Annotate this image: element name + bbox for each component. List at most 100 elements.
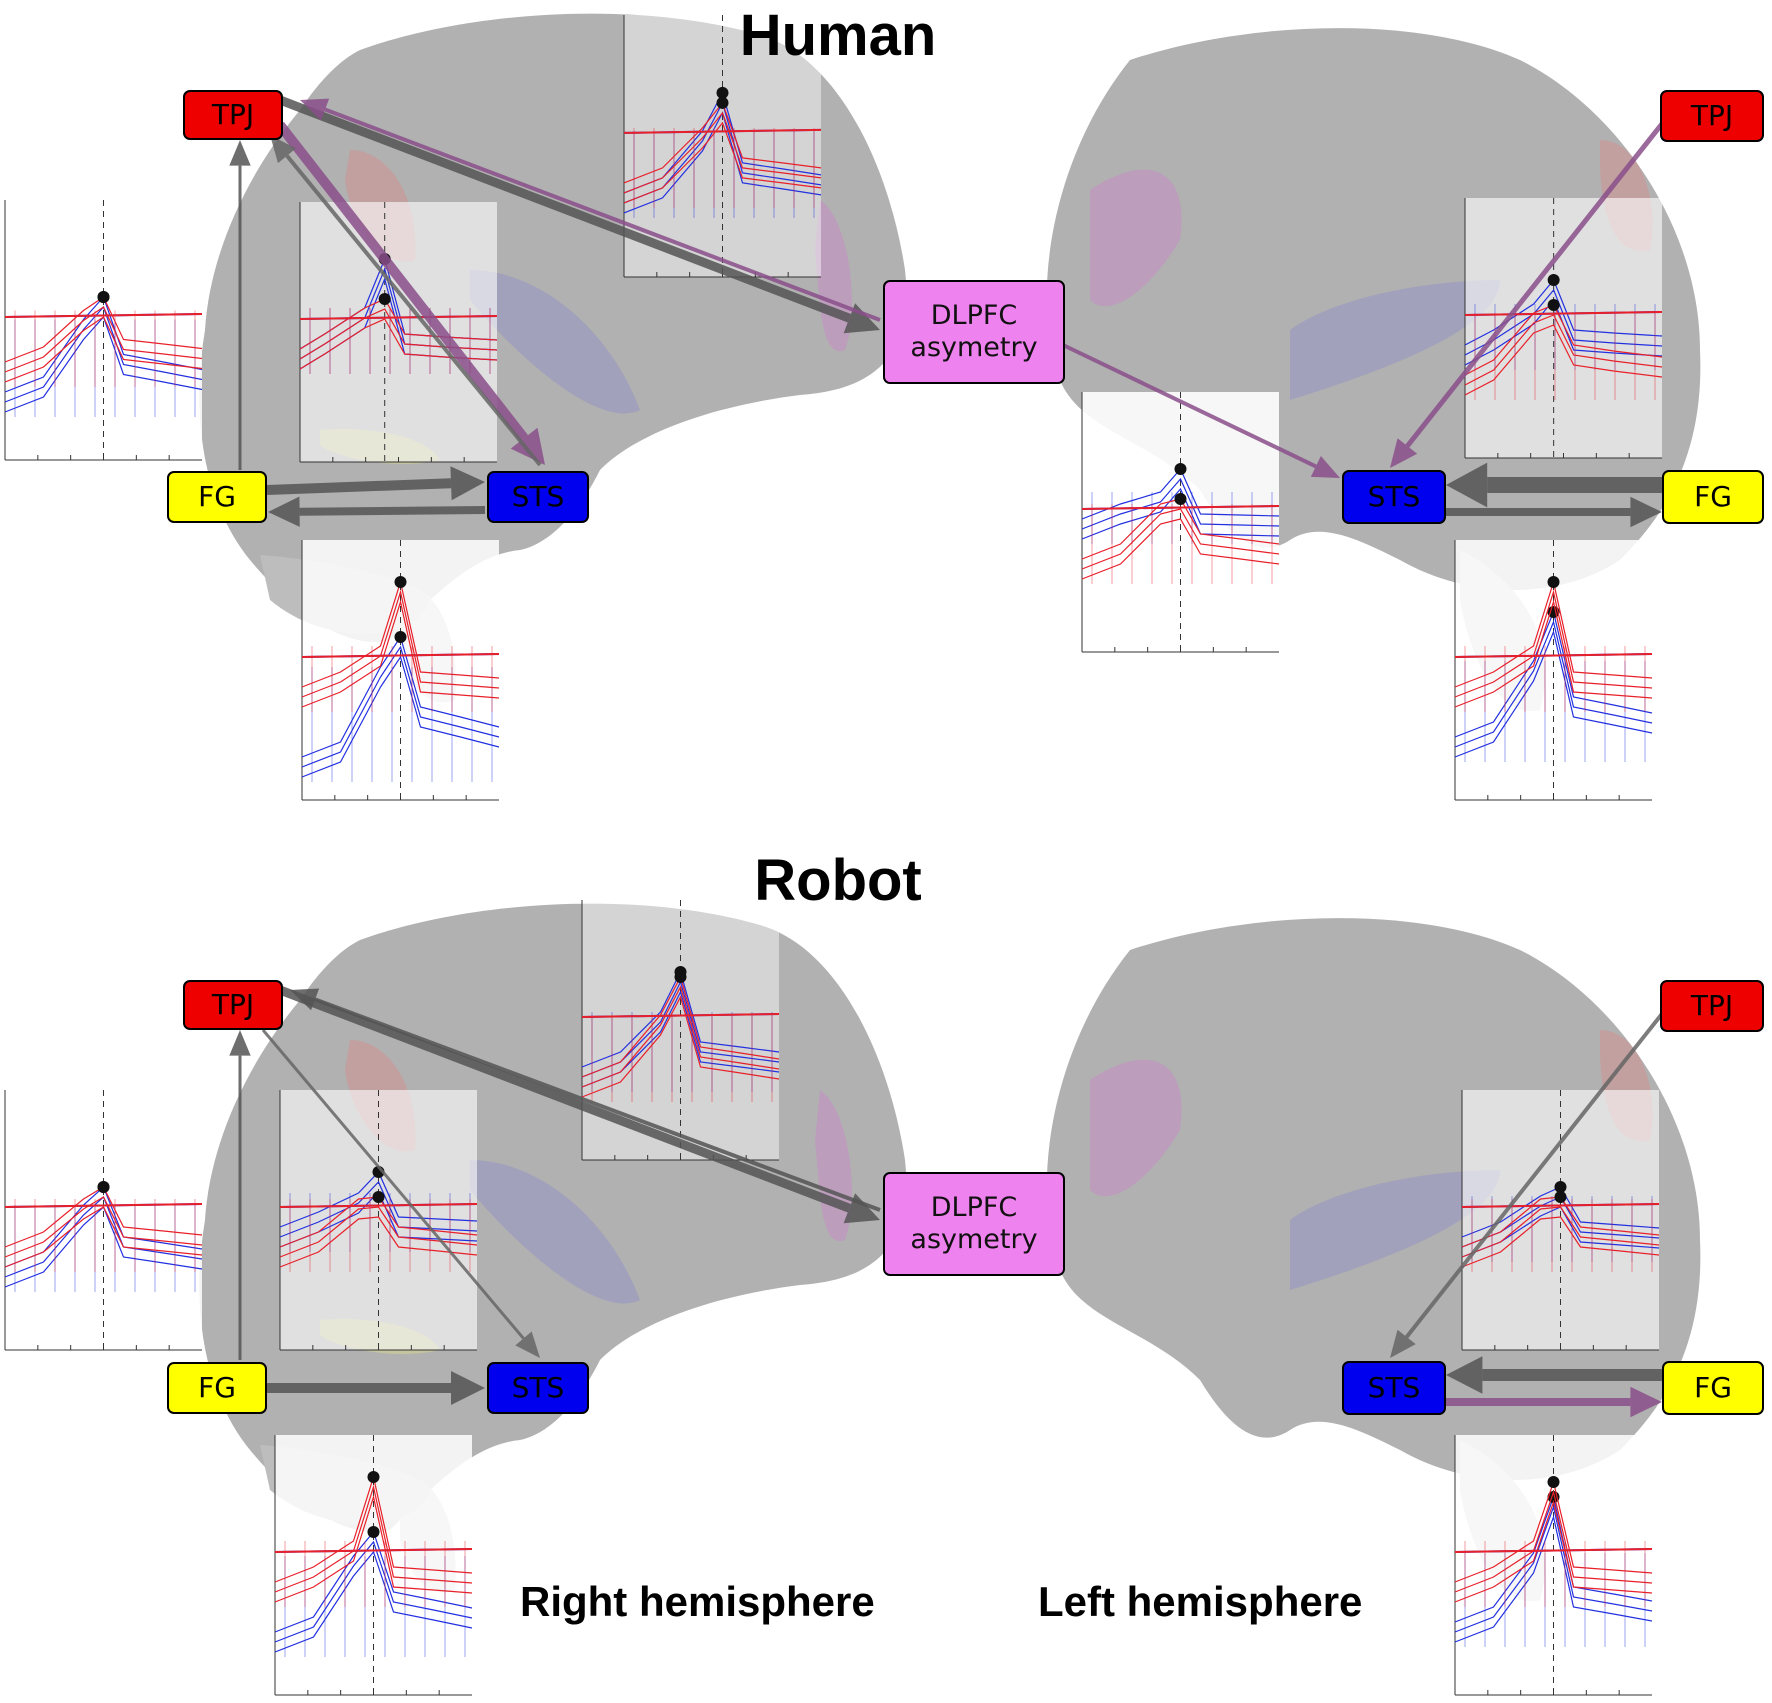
arrow-dlpfc-to-tpj [324,107,881,322]
arrow-sts-to-tpj [285,154,542,467]
node-sts-right-human: STS [487,471,589,523]
node-tpj-right-robot: TPJ [183,980,283,1030]
red-band-trace [1461,1206,1660,1258]
node-fg-right-human: FG [167,471,267,523]
red-band-trace [623,111,822,194]
red-band-trace [1081,518,1280,580]
dlpfc-region [1090,1059,1182,1197]
blue-band-trace [301,645,500,768]
red-peak-marker [378,293,391,305]
arrow-dlpfc-to-sts-left-head [1310,455,1340,478]
dlpfc-region [1090,169,1182,307]
red-peak-marker [1547,299,1560,311]
node-fg-left-human: FG [1662,470,1764,524]
arrow-tpj-to-sts-head [510,427,545,465]
plot-sts-robot [274,1435,473,1696]
node-tpj-left-robot: TPJ [1660,980,1764,1032]
red-peak-marker [372,1191,385,1203]
sts-region [1290,1170,1500,1290]
plot-sts-left-robot [1461,1090,1660,1351]
label-right-hemisphere: Right hemisphere [520,1578,875,1625]
red-baseline-trace [581,1013,780,1018]
plot-sts-human [301,540,500,801]
node-fg-right-robot: FG [167,1362,267,1414]
node-fg-left-robot: FG [1662,1361,1764,1415]
red-band-trace [1454,1489,1653,1593]
sts-region [470,1160,640,1304]
node-sts-left-human: STS [1342,470,1446,524]
arrow-sts-to-fg-left-head [1630,1386,1662,1418]
blue-band-trace [301,655,500,778]
red-band-trace [1464,314,1663,386]
red-baseline-trace [299,315,498,320]
red-peak-marker [1547,576,1560,588]
node-dlpfc-robot: DLPFC asymetry [883,1172,1065,1276]
plot-background [5,1090,202,1350]
red-band-trace [1081,508,1280,570]
red-band-trace [1461,1216,1660,1268]
plot-background [280,1090,477,1350]
arrow-fg-to-sts [266,478,452,495]
red-peak-marker [367,1471,380,1483]
red-baseline-trace [301,653,500,658]
node-sts-right-robot: STS [487,1362,589,1414]
blue-peak-marker [1547,274,1560,286]
blue-band-trace [274,1540,473,1643]
red-baseline-trace [1461,1203,1660,1208]
blue-band-trace [1454,630,1653,758]
red-baseline-trace [1454,653,1653,658]
plot-fg-robot [4,1090,203,1351]
red-peak-marker [1547,1476,1560,1488]
arrow-tpj-to-sts-left [1405,1008,1667,1339]
plot-tpj-human [299,202,498,463]
blue-peak-marker [394,631,407,643]
red-band-trace [274,1494,473,1603]
dlpfc-label-line1: DLPFC [930,1191,1018,1223]
arrow-fg-to-tpj-head [229,140,251,166]
node-dlpfc-human: DLPFC asymetry [883,280,1065,384]
red-peak-marker [716,96,729,109]
blue-band-trace [1081,477,1280,530]
arrow-sts-to-fg [299,506,486,516]
arrow-fg-to-sts-head [450,466,485,501]
red-baseline-trace [1464,311,1663,316]
plot-fg-left-robot [1454,1435,1653,1696]
node-tpj-left-human: TPJ [1660,90,1764,142]
brain-right-cortex [199,903,907,1532]
node-tpj-right-human: TPJ [183,90,283,140]
dlpfc-label-line2: asymetry [910,332,1038,363]
plot-dlpfc-left-human [1081,392,1280,653]
arrow-dlpfc-to-tpj [314,997,881,1212]
red-baseline-trace [4,1203,203,1208]
red-band-trace [581,985,780,1088]
red-peak-marker [1554,1191,1567,1203]
red-band-trace [1464,324,1663,396]
blue-band-trace [1081,487,1280,540]
red-band-trace [1454,589,1653,698]
red-band-trace [279,1216,478,1268]
blue-band-trace [1454,1504,1653,1633]
dlpfc-label-line1: DLPFC [930,299,1018,331]
arrow-tpj-to-dlpfc [278,95,851,323]
panel-title-human: Human [739,3,937,68]
arrow-fg-to-sts-left-head [1446,1356,1483,1394]
panel-title-robot: Robot [754,848,922,913]
blue-band-trace [1454,620,1653,748]
arrow-fg-to-tpj-head [229,1030,251,1056]
red-band-trace [279,1206,478,1258]
red-band-trace [4,1206,203,1268]
arrow-tpj-to-sts [261,1029,525,1340]
red-band-trace [301,599,500,708]
red-peak-marker [97,1181,110,1193]
node-sts-left-robot: STS [1342,1361,1446,1415]
red-band-trace [581,995,780,1098]
red-band-trace [4,1196,203,1258]
plot-fg-human [4,200,203,461]
blue-band-trace [1454,1514,1653,1643]
red-band-trace [299,318,498,370]
red-band-trace [274,1484,473,1593]
blue-peak-marker [1554,1181,1567,1193]
arrow-tpj-to-sts-left [1405,118,1667,448]
arrow-sts-to-fg-head [268,496,300,527]
red-peak-marker [1174,493,1187,505]
